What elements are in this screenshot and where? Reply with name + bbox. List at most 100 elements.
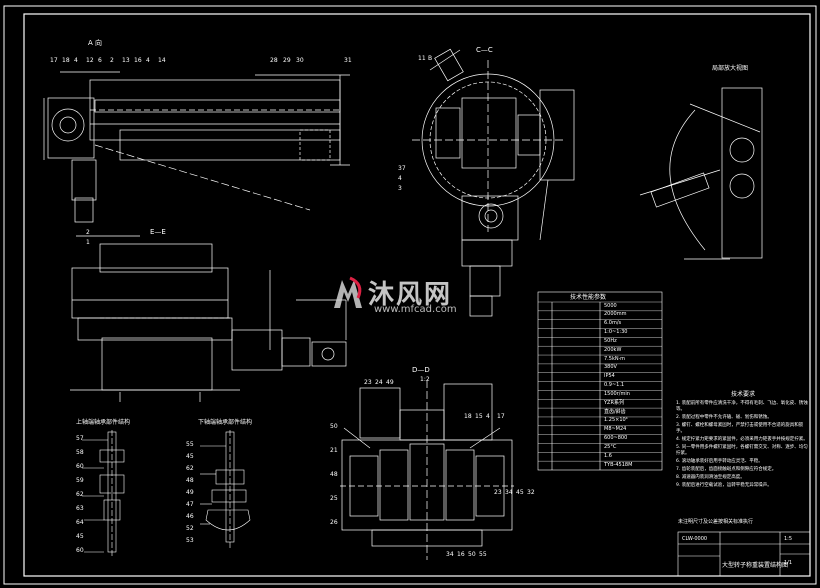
callout-d-bottom: 34	[446, 551, 454, 558]
notes-heading: 技术要求	[730, 391, 755, 398]
spec-row-value: 380V	[604, 364, 617, 371]
callout-d-left: 25	[330, 495, 338, 502]
title-block-sheet: 1/1	[784, 560, 793, 566]
watermark-url: www.mfcad.com	[374, 304, 457, 315]
spec-row-value: IP54	[604, 373, 615, 380]
note-item: 3. 螺钉、螺栓和螺母紧固时，严禁打击或使用不合适的旋具和扳手。	[676, 423, 804, 434]
note-item: 6. 滚动轴承装好后用手转动应灵活、平稳。	[676, 459, 763, 464]
title-block-title: 大型转子称重装置结构图	[722, 562, 789, 569]
spec-row-value: 直齿/斜齿	[604, 408, 626, 415]
callout-d-left: 48	[330, 471, 338, 478]
watermark-logo-icon	[334, 276, 362, 308]
view-d-drawing	[340, 380, 514, 560]
spec-row-value: 7.5kN·m	[604, 355, 626, 362]
callout-detail-left: 64	[76, 519, 84, 526]
spec-row-value: YZR系列	[604, 399, 624, 406]
spec-row-value: 25°C	[604, 443, 617, 450]
callout-detail-left: 58	[76, 449, 84, 456]
callout-d-top-left: 23	[364, 379, 372, 386]
spec-row-value: 1:0~1:30	[604, 329, 628, 336]
spec-row-value: 5000	[604, 302, 617, 309]
callout-a-top: 18	[62, 57, 70, 64]
callout-a-top: 14	[158, 57, 166, 64]
callout-a-top: 30	[296, 57, 304, 64]
callout-detail-right: 55	[186, 441, 194, 448]
callout-detail-right: 47	[186, 501, 194, 508]
detail-right-drawing	[200, 430, 251, 548]
callout-d-top-right: 15	[475, 413, 483, 420]
callout-a-top: 4	[146, 57, 150, 64]
callout-d-right: 34	[505, 489, 513, 496]
detail-left-drawing	[82, 430, 125, 556]
detail-right-title: 下轴端轴承部件结构	[198, 419, 253, 426]
inner-frame	[23, 13, 811, 577]
callout-e-left: 1	[86, 239, 90, 246]
callout-d-right: 23	[494, 489, 502, 496]
spec-row-value: 2000mm	[604, 311, 627, 318]
view-d-title: D—D	[412, 366, 430, 374]
callout-d-top-right: 18	[464, 413, 472, 420]
callout-e-left: 2	[86, 229, 90, 236]
callout-d-left: 50	[330, 423, 338, 430]
view-c-title: C—C	[476, 46, 493, 54]
callout-a-top: 17	[50, 57, 58, 64]
watermark-brand: 沐风网	[368, 280, 453, 310]
callout-a-top: 29	[283, 57, 291, 64]
callout-detail-left: 60	[76, 547, 84, 554]
spec-row-value: M8~M24	[604, 426, 627, 433]
callout-d-left: 21	[330, 447, 338, 454]
spec-row-value: 50Hz	[604, 337, 617, 344]
note-item: 5. 同一零件用多件螺钉紧固时，各螺钉需交叉、对称、逐步、均匀拧紧。	[676, 445, 808, 456]
callout-a-top: 16	[134, 57, 142, 64]
callout-c-top: 11	[418, 55, 426, 62]
callout-c-top: B	[428, 55, 433, 62]
spec-row-value: 1.6	[604, 452, 612, 459]
note-item: 2. 装配过程中零件不允许磕、碰、划伤和锈蚀。	[676, 415, 772, 420]
spec-row-value: TYB-4518M	[604, 461, 633, 468]
callout-detail-left: 59	[76, 477, 84, 484]
callout-d-bottom: 16	[457, 551, 465, 558]
spec-row-value: 0.9~1.1	[604, 382, 625, 389]
technical-notes: 技术要求 1. 装配前所有零件应清洗干净，不得有毛刺、飞边、氧化皮、锈蚀等。 2.…	[676, 392, 810, 491]
callout-a-top: 6	[98, 57, 102, 64]
watermark: 沐风网 www.mfcad.com	[330, 272, 490, 320]
notes-list: 1. 装配前所有零件应清洗干净，不得有毛刺、飞边、氧化皮、锈蚀等。 2. 装配过程…	[676, 401, 810, 489]
callout-a-top: 4	[74, 57, 78, 64]
callout-detail-left: 63	[76, 505, 84, 512]
spec-row-value: 1.25×10⁴	[604, 417, 628, 424]
note-item: 7. 齿轮装配后，齿面接触斑点和侧隙应符合规定。	[676, 467, 777, 472]
callout-detail-right: 62	[186, 465, 194, 472]
note-item: 1. 装配前所有零件应清洗干净，不得有毛刺、飞边、氧化皮、锈蚀等。	[676, 401, 808, 412]
callout-d-top-right: 4	[486, 413, 490, 420]
callout-d-top-right: 17	[497, 413, 505, 420]
spec-table-row-lines	[538, 301, 662, 462]
notes-footer: 未注明尺寸及公差按相关标准执行	[678, 519, 754, 525]
callout-detail-left: 57	[76, 435, 84, 442]
callout-c-left: 3	[398, 185, 402, 192]
spec-row-value: 200kW	[604, 346, 622, 353]
callout-a-top: 13	[122, 57, 130, 64]
callout-detail-right: 52	[186, 525, 194, 532]
note-item: 4. 规定拧紧力矩要求的紧固件，必须采用力矩扳手并按规定拧紧。	[676, 437, 808, 442]
view-a-title: A 向	[88, 39, 103, 47]
note-item: 9. 装配后进行空载试验，运转平稳无异常噪声。	[676, 483, 772, 488]
callout-detail-right: 49	[186, 489, 194, 496]
callout-detail-right: 45	[186, 453, 194, 460]
callout-d-top-left: 49	[386, 379, 394, 386]
callout-c-left: 37	[398, 165, 406, 172]
detail-top-right-drawing	[639, 87, 763, 260]
note-item: 8. 减速器内装润滑油至规定高度。	[676, 475, 745, 480]
title-block-scale: 1:5	[784, 536, 793, 542]
callout-c-left: 4	[398, 175, 402, 182]
title-block-grid	[677, 531, 811, 577]
callout-detail-left: 60	[76, 463, 84, 470]
callout-detail-right: 46	[186, 513, 194, 520]
callout-detail-left: 45	[76, 533, 84, 540]
spec-table-header: 技术性能参数	[570, 294, 607, 301]
callout-detail-right: 48	[186, 477, 194, 484]
view-e-drawing	[70, 235, 347, 402]
callout-d-top-left: 24	[375, 379, 383, 386]
view-e-title: E—E	[150, 228, 166, 236]
